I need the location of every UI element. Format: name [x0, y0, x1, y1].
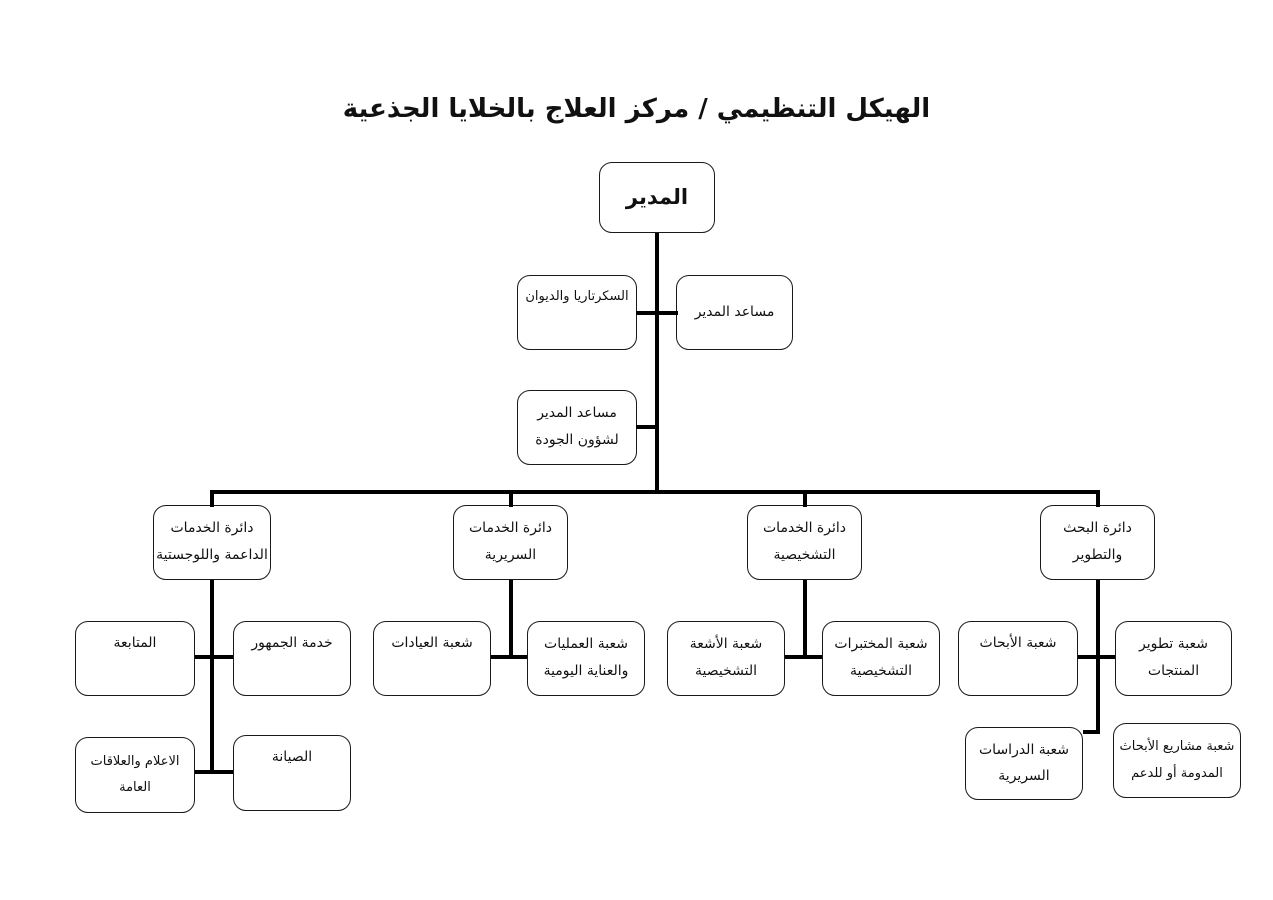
chart-title: الهيكل التنظيمي / مركز العلاج بالخلايا ا… — [342, 94, 931, 124]
node-operations-line1: شعبة العمليات — [544, 636, 628, 653]
node-product-dev-line2: المنتجات — [1147, 663, 1200, 680]
connector-drop-dept1 — [210, 490, 214, 507]
node-followup: المتابعة — [75, 621, 195, 696]
dept-diagnostic-line2: التشخيصية — [773, 547, 836, 564]
node-director: المدير — [599, 162, 715, 233]
connector-drop-dept4 — [1096, 490, 1100, 507]
connector-drop-dept3 — [803, 490, 807, 507]
node-public-service: خدمة الجمهور — [233, 621, 351, 696]
connector-col4-elbow — [1083, 730, 1100, 734]
node-radiology-line1: شعبة الأشعة — [689, 636, 763, 653]
node-assistant-director-label: مساعد المدير — [694, 303, 775, 320]
node-maintenance: الصيانة — [233, 735, 351, 811]
node-radiology-line2: التشخيصية — [695, 663, 758, 680]
node-labs-line2: التشخيصية — [850, 663, 913, 680]
node-funded-projects-line2: المدومة أو للدعم — [1131, 765, 1223, 781]
node-maintenance-label: الصيانة — [271, 749, 313, 765]
node-labs-line1: شعبة المختبرات — [834, 636, 928, 653]
node-diagnostic-radiology: شعبة الأشعة التشخيصية — [667, 621, 785, 696]
dept-clinical-line2: السريرية — [484, 547, 537, 564]
node-funded-projects: شعبة مشاريع الأبحاث المدومة أو للدعم — [1113, 723, 1241, 798]
node-research-label: شعبة الأبحاث — [979, 635, 1057, 651]
connector-quality-stub — [636, 425, 657, 429]
node-dept-research-development: دائرة البحث والتطوير — [1040, 505, 1155, 580]
node-secretariat: السكرتاريا والديوان — [517, 275, 637, 350]
node-media-pr-line2: العامة — [119, 780, 151, 796]
node-followup-label: المتابعة — [113, 635, 157, 651]
connector-col1-stub-lower — [195, 770, 233, 774]
node-product-dev-line1: شعبة تطوير — [1139, 636, 1208, 653]
node-dept-diagnostic-services: دائرة الخدمات التشخيصية — [747, 505, 862, 580]
node-media-pr: الاعلام والعلاقات العامة — [75, 737, 195, 813]
connector-col2-stub — [491, 655, 527, 659]
node-quality-assistant: مساعد المدير لشؤون الجودة — [517, 390, 637, 465]
connector-col3-stub — [785, 655, 822, 659]
node-operations-daily-care: شعبة العمليات والعناية اليومية — [527, 621, 645, 696]
node-clinical-studies-line2: السريرية — [998, 767, 1050, 784]
dept-support-line2: الداعمة واللوجستية — [156, 547, 268, 564]
connector-root-vertical — [655, 233, 659, 494]
connector-col1-vertical — [210, 580, 214, 774]
dept-rnd-line1: دائرة البحث — [1063, 520, 1132, 537]
node-clinical-studies-line1: شعبة الدراسات — [979, 741, 1069, 758]
connector-col4-stub — [1078, 655, 1115, 659]
node-funded-projects-line1: شعبة مشاريع الأبحاث — [1119, 739, 1235, 755]
node-product-development: شعبة تطوير المنتجات — [1115, 621, 1232, 696]
node-clinics: شعبة العيادات — [373, 621, 491, 696]
node-quality-assistant-line1: مساعد المدير — [537, 405, 617, 422]
dept-support-line1: دائرة الخدمات — [170, 520, 254, 537]
node-director-label: المدير — [625, 185, 689, 210]
dept-rnd-line2: والتطوير — [1072, 547, 1123, 564]
node-clinics-label: شعبة العيادات — [391, 635, 473, 651]
connector-col3-vertical — [803, 580, 807, 659]
node-public-service-label: خدمة الجمهور — [251, 635, 333, 651]
node-dept-clinical-services: دائرة الخدمات السريرية — [453, 505, 568, 580]
node-operations-line2: والعناية اليومية — [543, 663, 629, 680]
node-dept-support-logistics: دائرة الخدمات الداعمة واللوجستية — [153, 505, 271, 580]
node-clinical-studies: شعبة الدراسات السريرية — [965, 727, 1083, 800]
node-media-pr-line1: الاعلام والعلاقات — [90, 753, 180, 769]
dept-diagnostic-line1: دائرة الخدمات — [763, 520, 847, 537]
connector-col1-stub-upper — [195, 655, 233, 659]
connector-main-horizontal — [210, 490, 1100, 494]
node-assistant-director: مساعد المدير — [676, 275, 793, 350]
node-quality-assistant-line2: لشؤون الجودة — [535, 432, 619, 449]
node-secretariat-label: السكرتاريا والديوان — [525, 289, 629, 304]
connector-assistant-stub — [657, 311, 678, 315]
connector-drop-dept2 — [509, 490, 513, 507]
node-research: شعبة الأبحاث — [958, 621, 1078, 696]
connector-col2-vertical — [509, 580, 513, 659]
node-diagnostic-labs: شعبة المختبرات التشخيصية — [822, 621, 940, 696]
dept-clinical-line1: دائرة الخدمات — [469, 520, 553, 537]
connector-secretariat-stub — [636, 311, 657, 315]
